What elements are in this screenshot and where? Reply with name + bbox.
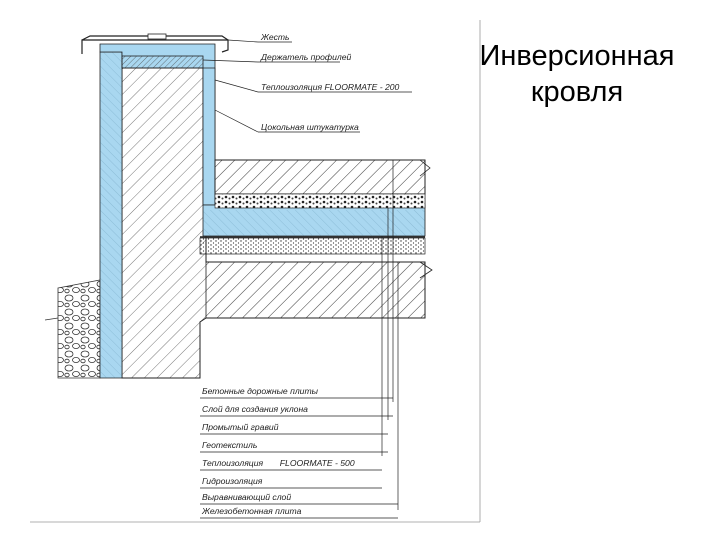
profile-holder <box>121 55 204 69</box>
break-line <box>419 159 431 177</box>
leader-line <box>214 79 259 93</box>
legend-item: Геотекстиль <box>202 440 258 450</box>
cap-bracket <box>147 33 167 40</box>
legend-item: Гидроизоляция <box>202 476 263 486</box>
break-line <box>419 261 433 279</box>
callout-label: Держатель профилей <box>260 52 351 62</box>
reinforced-slab <box>205 261 426 319</box>
legend-item: Бетонные дорожные плиты <box>202 386 319 396</box>
soil-backfill <box>57 279 101 379</box>
roof-insulation-pattern <box>203 210 425 236</box>
legend-item: Выравнивающий слой <box>202 492 291 502</box>
legend-item: Теплоизоляция FLOORMATE - 500 <box>202 458 355 468</box>
legend-item: Промытый гравий <box>202 422 279 432</box>
legend-list: Бетонные дорожные плиты Слой для создани… <box>200 386 398 519</box>
levelling-layer <box>199 237 426 255</box>
title-line: кровля <box>530 76 624 108</box>
title-line: Инверсионная <box>479 40 675 72</box>
leader-line <box>202 59 259 63</box>
legend-item: Слой для создания уклона <box>202 404 308 414</box>
gravel-top-fill <box>214 193 426 209</box>
paving-top <box>214 159 426 195</box>
leader-line <box>214 109 259 133</box>
parapet-inner-insulation <box>202 67 216 206</box>
callout-label: Цокольная штукатурка <box>261 122 359 132</box>
callout-label: Жесть <box>260 32 290 42</box>
leader-line <box>227 39 259 43</box>
legend-item: Железобетонная плита <box>201 506 302 516</box>
slide-title: Инверсионная кровля <box>452 38 702 110</box>
ground-line <box>44 317 59 321</box>
callout-label: Теплоизоляция FLOORMATE - 200 <box>261 82 400 92</box>
wall-insulation-pattern <box>100 52 122 378</box>
